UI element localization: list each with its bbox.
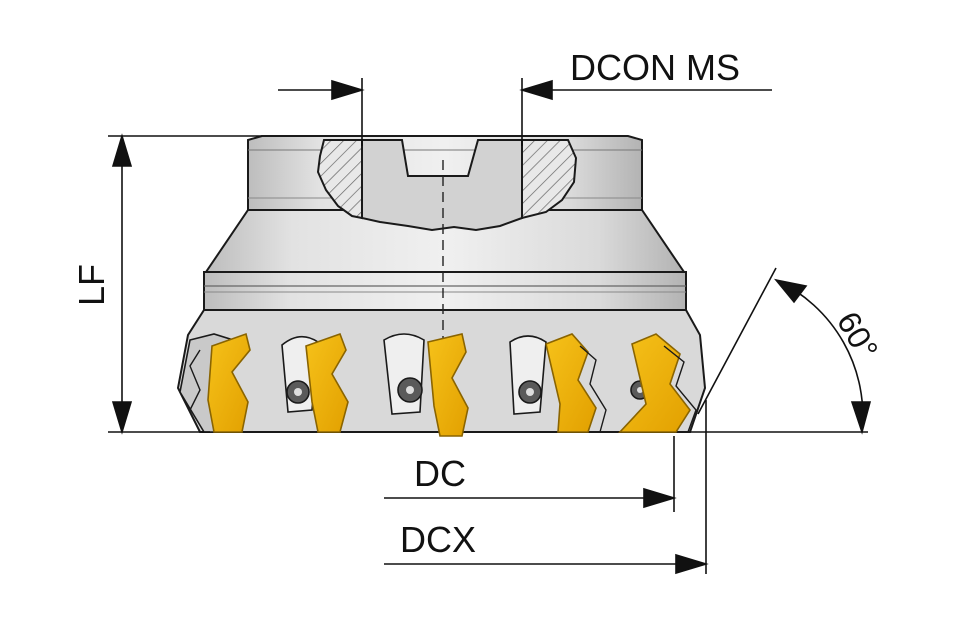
label-angle: 60°: [830, 306, 885, 366]
arrow-icon: [773, 278, 808, 304]
insert-edges: [189, 345, 697, 433]
arrow-icon: [675, 553, 709, 575]
insert-4: [545, 333, 597, 433]
dimension-lines: [108, 78, 872, 575]
arrow-icon: [111, 133, 133, 167]
arrow-icon: [331, 79, 365, 101]
insert-2: [305, 332, 349, 433]
section-cutaway: [316, 139, 578, 232]
label-lf: LF: [71, 264, 112, 306]
label-dcon-ms: DCON MS: [570, 47, 740, 88]
arrow-icon: [519, 79, 553, 101]
label-dc: DC: [414, 453, 466, 494]
arrow-icon: [111, 401, 133, 435]
cutting-inserts: [179, 332, 691, 437]
insert-1: [207, 332, 251, 433]
label-dcx: DCX: [400, 519, 476, 560]
hatched-section-right: [521, 139, 578, 220]
arrow-icon: [850, 401, 872, 435]
cutter-ring: [203, 271, 687, 311]
angle-line: [697, 267, 777, 415]
insert-5: [618, 333, 691, 433]
insert-3: [427, 333, 469, 437]
arrow-icon: [643, 487, 677, 509]
